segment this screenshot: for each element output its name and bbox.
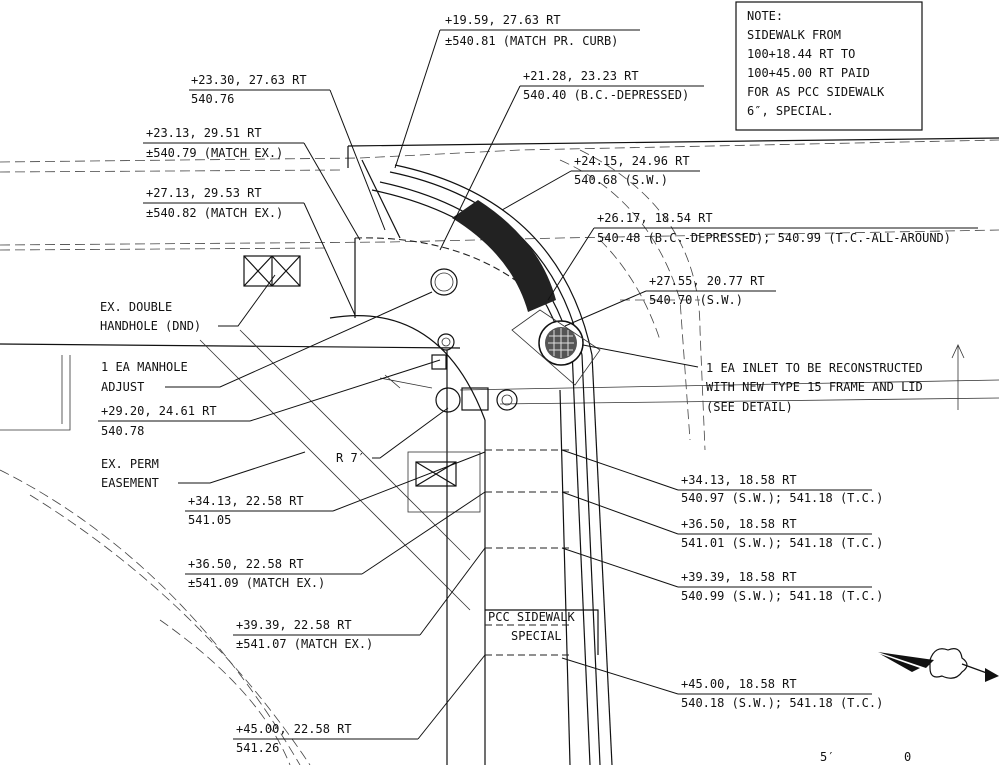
callout-station: +34.13, 22.58 RT (188, 494, 304, 508)
callout-elevation: 540.99 (S.W.); 541.18 (T.C.) (681, 589, 883, 603)
callout-station: +36.50, 22.58 RT (188, 557, 304, 571)
inlet-grate-icon (511, 309, 601, 386)
callout-station: +36.50, 18.58 RT (681, 517, 797, 531)
callout-station: +23.13, 29.51 RT (146, 126, 262, 140)
callout-c9: +29.20, 24.61 RT 540.78 (98, 359, 441, 438)
callout-c12: +36.50, 18.58 RT 541.01 (S.W.); 541.18 (… (561, 491, 883, 550)
callout-station: +24.15, 24.96 RT (574, 154, 690, 168)
callout-station: +26.17, 18.54 RT (597, 211, 713, 225)
svg-text:1 EA INLET TO BE RECONSTRUCTED: 1 EA INLET TO BE RECONSTRUCTED (706, 361, 923, 375)
svg-text:1 EA MANHOLE: 1 EA MANHOLE (101, 360, 188, 374)
existing-linework (0, 137, 999, 765)
svg-text:SPECIAL: SPECIAL (511, 629, 562, 643)
note-line-4: 100+45.00 RT PAID (747, 66, 870, 80)
callout-c7: +26.17, 18.54 RT 540.48 (B.C.-DEPRESSED)… (547, 211, 978, 301)
scale-bar: 5′ 0 (820, 750, 911, 764)
callout-station: +21.28, 23.23 RT (523, 69, 639, 83)
svg-text:R 7′: R 7′ (336, 451, 365, 465)
callout-station: +45.00, 22.58 RT (236, 722, 352, 736)
note-line-5: FOR AS PCC SIDEWALK (747, 85, 885, 99)
note-box: NOTE: SIDEWALK FROM 100+18.44 RT TO 100+… (735, 1, 923, 131)
manhole-label: 1 EA MANHOLE ADJUST (101, 291, 433, 394)
callout-station: +34.13, 18.58 RT (681, 473, 797, 487)
callout-c11: +34.13, 22.58 RT 541.05 (185, 451, 486, 527)
callout-elevation: 541.26 (236, 741, 279, 755)
callout-c2: +23.30, 27.63 RT 540.76 (189, 73, 386, 231)
callout-station: +23.30, 27.63 RT (191, 73, 307, 87)
svg-text:PCC SIDEWALK: PCC SIDEWALK (488, 610, 575, 624)
svg-text:EX. DOUBLE: EX. DOUBLE (100, 300, 172, 314)
callout-c6: +27.13, 29.53 RT ±540.82 (MATCH EX.) (143, 186, 356, 316)
callout-c4: +23.13, 29.51 RT ±540.79 (MATCH EX.) (143, 126, 361, 241)
callout-c17: +45.00, 22.58 RT 541.26 (233, 654, 486, 755)
callout-c5: +24.15, 24.96 RT 540.68 (S.W.) (501, 154, 700, 211)
callout-elevation: 540.97 (S.W.); 541.18 (T.C.) (681, 491, 883, 505)
callout-elevation: ±541.09 (MATCH EX.) (188, 576, 325, 590)
callout-station: +27.55, 20.77 RT (649, 274, 765, 288)
inlet-label: 1 EA INLET TO BE RECONSTRUCTED WITH NEW … (582, 344, 923, 414)
note-line-2: SIDEWALK FROM (747, 28, 841, 42)
callout-station: +19.59, 27.63 RT (445, 13, 561, 27)
callout-c1: +19.59, 27.63 RT ±540.81 (MATCH PR. CURB… (394, 13, 640, 169)
svg-text:WITH NEW TYPE 15 FRAME AND LID: WITH NEW TYPE 15 FRAME AND LID (706, 380, 923, 394)
pcc-sidewalk-label: PCC SIDEWALK SPECIAL (488, 610, 575, 643)
callout-c14: +39.39, 18.58 RT 540.99 (S.W.); 541.18 (… (561, 547, 883, 603)
handhole-label: EX. DOUBLE HANDHOLE (DND) (100, 274, 276, 333)
callout-elevation: ±541.07 (MATCH EX.) (236, 637, 373, 651)
note-line-6: 6″, SPECIAL. (747, 104, 834, 118)
callout-elevation: 541.05 (188, 513, 231, 527)
note-line-1: NOTE: (747, 9, 783, 23)
callout-elevation: 540.70 (S.W.) (649, 293, 743, 307)
svg-text:EX. PERM: EX. PERM (101, 457, 159, 471)
callout-station: +39.39, 18.58 RT (681, 570, 797, 584)
callout-c3: +21.28, 23.23 RT 540.40 (B.C.-DEPRESSED) (439, 69, 704, 251)
callout-station: +27.13, 29.53 RT (146, 186, 262, 200)
callout-elevation: 540.48 (B.C.-DEPRESSED); 540.99 (T.C.-AL… (597, 231, 951, 245)
svg-text:(SEE DETAIL): (SEE DETAIL) (706, 400, 793, 414)
svg-text:5′: 5′ (820, 750, 834, 764)
callout-station: +29.20, 24.61 RT (101, 404, 217, 418)
svg-text:0: 0 (904, 750, 911, 764)
note-line-3: 100+18.44 RT TO (747, 47, 855, 61)
callout-elevation: 540.78 (101, 424, 144, 438)
easement-label: EX. PERM EASEMENT (101, 451, 306, 490)
manhole-icon (379, 268, 518, 413)
callout-station: +39.39, 22.58 RT (236, 618, 352, 632)
callout-elevation: 540.40 (B.C.-DEPRESSED) (523, 88, 689, 102)
svg-text:ADJUST: ADJUST (101, 380, 144, 394)
svg-text:HANDHOLE (DND): HANDHOLE (DND) (100, 319, 201, 333)
callout-elevation: 540.76 (191, 92, 234, 106)
callout-station: +45.00, 18.58 RT (681, 677, 797, 691)
callout-c10: +34.13, 18.58 RT 540.97 (S.W.); 541.18 (… (561, 449, 883, 505)
svg-text:EASEMENT: EASEMENT (101, 476, 159, 490)
handhole-icon (243, 255, 301, 287)
callout-c16: +45.00, 18.58 RT 540.18 (S.W.); 541.18 (… (561, 657, 883, 710)
callout-c8: +27.55, 20.77 RT 540.70 (S.W.) (564, 274, 776, 327)
callout-c15: +39.39, 22.58 RT ±541.07 (MATCH EX.) (233, 547, 486, 651)
curb-and-sidewalk (329, 159, 613, 765)
callout-elevation: ±540.82 (MATCH EX.) (146, 206, 283, 220)
callout-elevation: 540.18 (S.W.); 541.18 (T.C.) (681, 696, 883, 710)
north-arrow-icon (878, 648, 999, 682)
callout-elevation: 541.01 (S.W.); 541.18 (T.C.) (681, 536, 883, 550)
radius-label: R 7′ (336, 407, 449, 465)
callout-elevation: ±540.79 (MATCH EX.) (146, 146, 283, 160)
callout-c13: +36.50, 22.58 RT ±541.09 (MATCH EX.) (185, 491, 486, 590)
callout-elevation: 540.68 (S.W.) (574, 173, 668, 187)
callout-elevation: ±540.81 (MATCH PR. CURB) (445, 34, 618, 48)
